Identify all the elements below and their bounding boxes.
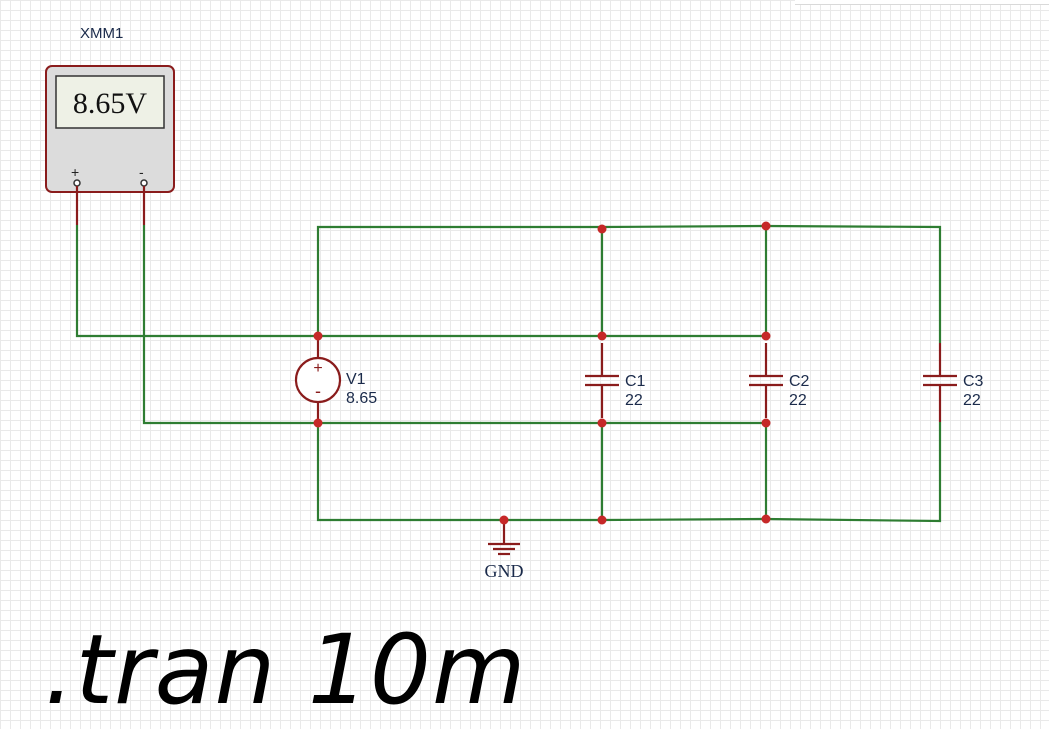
v1-name: V1: [346, 371, 366, 388]
node-bottom-c1: [597, 515, 607, 525]
node-c1-top: [597, 331, 607, 341]
junction-nodes: [313, 221, 771, 525]
capacitor-c2[interactable]: C2 22: [749, 343, 810, 418]
c2-value: 22: [789, 392, 807, 409]
multimeter-display: [55, 75, 165, 129]
capacitor-c1[interactable]: C1 22: [585, 343, 646, 418]
ground-label: GND: [485, 561, 524, 581]
node-v1-minus: [313, 418, 323, 428]
multimeter-negative-label: -: [139, 164, 144, 180]
multimeter-name: XMM1: [80, 25, 123, 42]
node-top-c2: [761, 221, 771, 231]
multimeter[interactable]: XMM1 8.65V + -: [45, 25, 175, 193]
c3-name: C3: [963, 373, 984, 390]
v1-minus-icon: -: [315, 381, 321, 401]
ground[interactable]: GND: [485, 520, 524, 581]
wire-meter-negative[interactable]: [142, 225, 318, 425]
node-ground: [499, 515, 509, 525]
c2-name: C2: [789, 373, 810, 390]
node-v1-plus: [313, 331, 323, 341]
node-c1-bottom: [597, 418, 607, 428]
v1-value: 8.65: [346, 390, 377, 407]
c1-value: 22: [625, 392, 643, 409]
multimeter-negative-terminal[interactable]: [140, 179, 148, 187]
multimeter-positive-label: +: [71, 164, 79, 180]
node-c2-bottom: [761, 418, 771, 428]
v1-plus-icon: +: [313, 360, 322, 377]
node-bottom-c2: [761, 514, 771, 524]
simulation-directive[interactable]: .tran 10m: [44, 614, 527, 726]
c3-value: 22: [963, 392, 981, 409]
multimeter-positive-terminal[interactable]: [73, 179, 81, 187]
multimeter-reading: 8.65V: [73, 87, 148, 120]
c1-name: C1: [625, 373, 646, 390]
wire-top-bus[interactable]: [316, 224, 942, 343]
capacitor-c3[interactable]: C3 22: [923, 343, 984, 422]
voltage-source-v1[interactable]: + - V1 8.65: [294, 336, 377, 423]
node-c2-top: [761, 331, 771, 341]
wire-meter-positive[interactable]: [75, 225, 318, 338]
wire-bottom-bus[interactable]: [316, 422, 942, 523]
node-top-c1: [597, 224, 607, 234]
wires[interactable]: [75, 224, 942, 523]
top-toolbar-edge: [795, 0, 1049, 5]
